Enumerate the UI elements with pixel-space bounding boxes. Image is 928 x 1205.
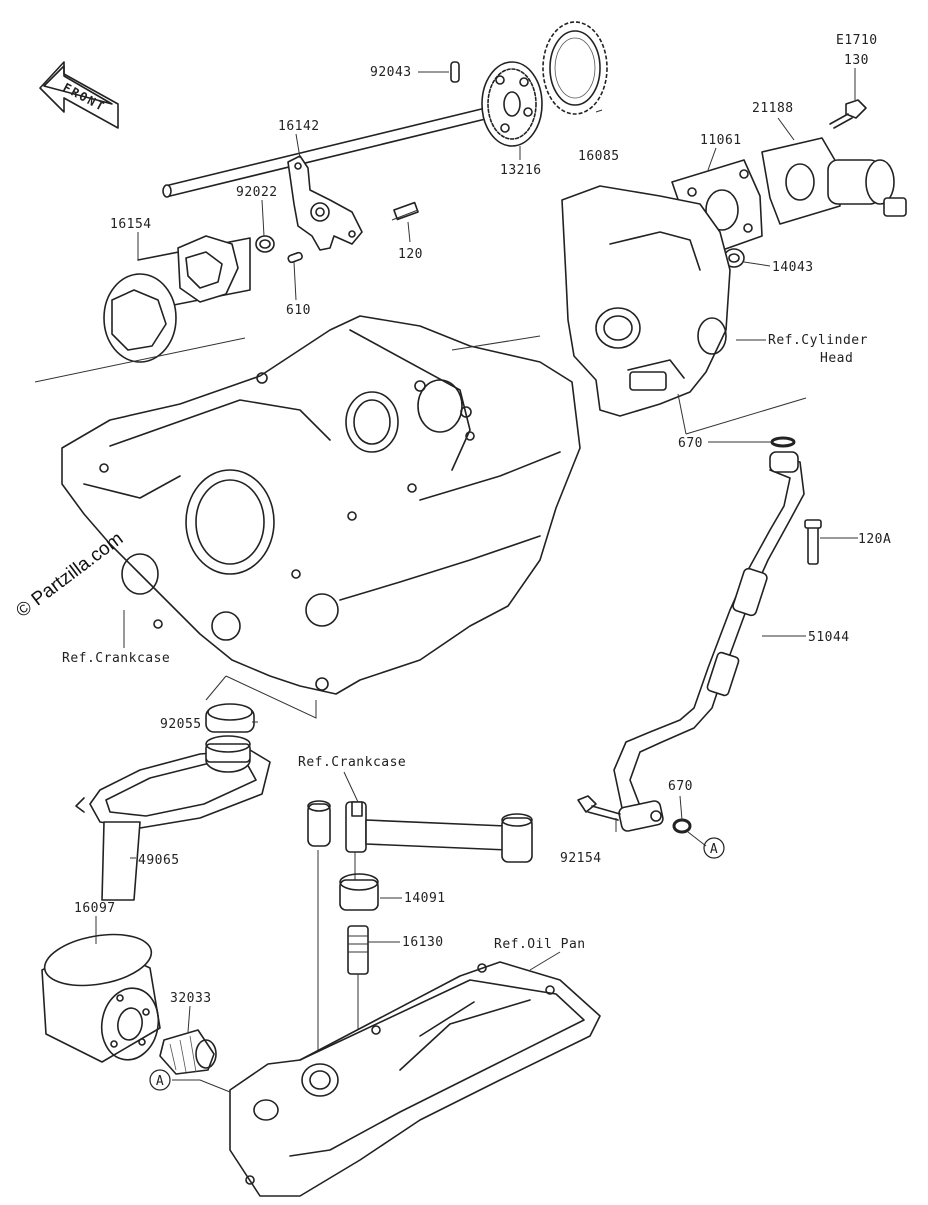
valve-16130 <box>347 925 369 1060</box>
crankcase-ref <box>61 315 581 719</box>
bolt-120A <box>804 519 822 565</box>
washer-92022 <box>255 235 275 253</box>
plug-92055 <box>205 703 255 733</box>
marker-a-pan: A <box>149 1069 171 1091</box>
label-16154: 16154 <box>110 217 152 232</box>
o-ring-670-lower <box>672 818 692 834</box>
oil-pump-shaft <box>162 103 507 198</box>
bolt-120 <box>391 201 419 221</box>
oil-pan-ref <box>229 951 601 1197</box>
label-16097: 16097 <box>74 901 116 916</box>
bolt-130 <box>829 99 867 129</box>
label-14091: 14091 <box>404 891 446 906</box>
label-51044: 51044 <box>808 630 850 645</box>
oil-pipe-51044 <box>613 451 805 832</box>
label-49065: 49065 <box>138 853 180 868</box>
gear-16085 <box>542 21 608 115</box>
relief-pipe-ref <box>307 800 533 1064</box>
pin-92043 <box>450 61 460 83</box>
label-section-code: E1710 <box>836 33 878 48</box>
pipe-32033 <box>159 1029 217 1075</box>
label-21188: 21188 <box>752 101 794 116</box>
label-610: 610 <box>286 303 311 318</box>
label-32033: 32033 <box>170 991 212 1006</box>
marker-a-pan-label: A <box>156 1074 164 1089</box>
label-11061: 11061 <box>700 133 742 148</box>
front-arrow: FRONT <box>39 61 119 129</box>
label-670-lower: 670 <box>668 779 693 794</box>
marker-a-pipe-label: A <box>710 842 718 857</box>
label-16130: 16130 <box>402 935 444 950</box>
label-ref-cylinder-head-1: Ref.Cylinder <box>768 333 868 348</box>
pin-610 <box>287 251 303 264</box>
label-130: 130 <box>844 53 869 68</box>
bolt-92154 <box>577 795 621 821</box>
leader-lines <box>95 68 858 1093</box>
oil-filter-16097 <box>41 933 161 1063</box>
label-670-upper: 670 <box>678 436 703 451</box>
label-ref-oil-pan: Ref.Oil Pan <box>494 937 586 952</box>
label-16085: 16085 <box>578 149 620 164</box>
watermark: © Partzilla.com <box>12 528 127 622</box>
label-120: 120 <box>398 247 423 262</box>
label-14043: 14043 <box>772 260 814 275</box>
label-92022: 92022 <box>236 185 278 200</box>
cylinder-head-ref <box>561 185 807 435</box>
label-92043: 92043 <box>370 65 412 80</box>
label-13216: 13216 <box>500 163 542 178</box>
label-120A: 120A <box>858 532 891 547</box>
label-92154: 92154 <box>560 851 602 866</box>
label-92055: 92055 <box>160 717 202 732</box>
seal-14043 <box>723 248 745 268</box>
o-ring-670-upper <box>770 436 796 448</box>
rotors-16154 <box>34 235 251 383</box>
strainer-49065 <box>75 735 271 901</box>
label-16142: 16142 <box>278 119 320 134</box>
pump-cover-16142 <box>287 155 363 251</box>
gear-13216 <box>481 61 543 147</box>
label-ref-crankcase-1: Ref.Crankcase <box>62 651 170 666</box>
marker-a-pipe: A <box>703 837 725 859</box>
collar-14091 <box>339 873 379 911</box>
label-ref-cylinder-head-2: Head <box>820 351 853 366</box>
cover-21188 <box>761 137 907 225</box>
label-ref-crankcase-2: Ref.Crankcase <box>298 755 406 770</box>
